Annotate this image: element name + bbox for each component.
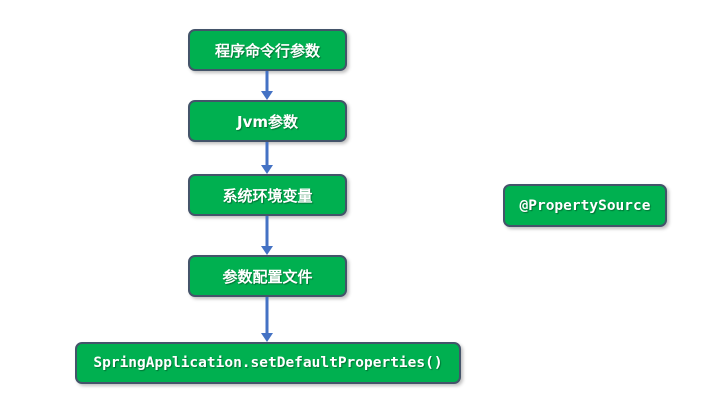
arrow-head-icon	[261, 165, 273, 174]
flow-node-config-file: 参数配置文件	[188, 255, 347, 297]
side-node-property-source: @PropertySource	[503, 184, 667, 227]
flow-node-jvm-args: Jvm参数	[188, 100, 347, 142]
flow-node-label: SpringApplication.setDefaultProperties()	[93, 355, 443, 371]
flow-node-system-env: 系统环境变量	[188, 174, 347, 216]
flow-node-label: 系统环境变量	[222, 186, 313, 205]
flow-node-label: 程序命令行参数	[214, 41, 320, 60]
arrow-stem	[265, 71, 269, 92]
arrow-stem	[265, 297, 269, 334]
flow-node-cmdline-args: 程序命令行参数	[188, 29, 347, 71]
arrow-head-icon	[261, 246, 273, 255]
flow-node-label: 参数配置文件	[222, 267, 313, 286]
flow-arrow-down-4	[260, 297, 274, 342]
arrow-stem	[265, 216, 269, 247]
flow-arrow-down-2	[260, 142, 274, 174]
flow-node-set-default-properties: SpringApplication.setDefaultProperties()	[75, 342, 461, 384]
flow-arrow-down-1	[260, 71, 274, 100]
flow-arrow-down-3	[260, 216, 274, 255]
arrow-head-icon	[261, 91, 273, 100]
arrow-head-icon	[261, 333, 273, 342]
side-node-label: @PropertySource	[519, 197, 651, 214]
arrow-stem	[265, 142, 269, 166]
flow-node-label: Jvm参数	[237, 112, 298, 131]
